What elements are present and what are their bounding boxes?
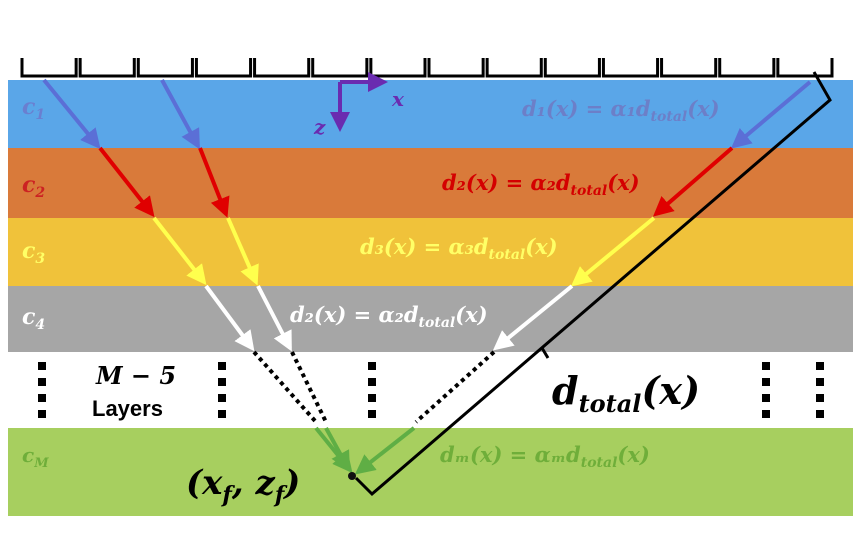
transducer-elements [20,58,834,78]
layer-equation-m: dₘ(x) = αₘdtotal(x) [440,442,650,471]
ellipsis-dot [218,378,226,386]
ellipsis-dot [218,362,226,370]
layer-band-4 [8,286,853,352]
svg-text:c2: c2 [22,172,45,201]
layer-equation-4: d₂(x) = α₂dtotal(x) [290,302,488,331]
ellipsis-dot [762,410,770,418]
ellipsis-dot [38,362,46,370]
ray-3 [354,80,812,475]
layer-label-2: c2 [22,172,45,201]
ellipsis-dot [762,362,770,370]
ellipsis-dot [816,378,824,386]
ellipsis-dot [38,378,46,386]
ellipsis-dot [368,410,376,418]
ellipsis-dot [762,394,770,402]
svg-text:c3: c3 [22,238,45,267]
focal-point [348,472,356,480]
layer-label-m: cM [22,443,49,471]
layer-equation-2: d₂(x) = α₂dtotal(x) [442,170,640,199]
ellipsis-dot [218,394,226,402]
layer-band-1 [8,80,853,148]
ellipsis-dot [368,362,376,370]
layer-equation-1: d₁(x) = α₁dtotal(x) [522,96,720,125]
ellipsis-dot [218,410,226,418]
skipped-layers-label: Layers [92,396,163,421]
skipped-layers-count: M − 5 [95,361,176,390]
axis-x-label: x [391,87,405,111]
ellipsis-dot [816,394,824,402]
focus-label: (xf, zf) [186,463,300,508]
coordinate-axes: x z [313,72,405,139]
layer-band-3 [8,218,853,286]
layer-label-3: c3 [22,238,45,267]
ellipsis-dot [368,378,376,386]
ellipsis-dot [762,378,770,386]
layer-band-2 [8,148,853,218]
axis-z-label: z [313,115,326,139]
skipped-layers-dots [38,362,824,418]
layer-equation-3: d₃(x) = α₃dtotal(x) [360,234,558,263]
ellipsis-dot [816,362,824,370]
ellipsis-dot [816,410,824,418]
ellipsis-dot [38,410,46,418]
svg-text:c4: c4 [22,304,45,333]
ellipsis-dot [38,394,46,402]
layer-label-4: c4 [22,304,45,333]
layer-label-1: c1 [22,94,45,123]
ellipsis-dot [368,394,376,402]
ray-2 [160,79,350,472]
transducer-array [20,58,834,78]
d-total-label: dtotal(x) [552,368,700,418]
svg-text:c1: c1 [22,94,45,123]
d-total-bracket [354,71,832,497]
layer-band-m [8,428,853,516]
svg-text:cM: cM [22,443,49,471]
